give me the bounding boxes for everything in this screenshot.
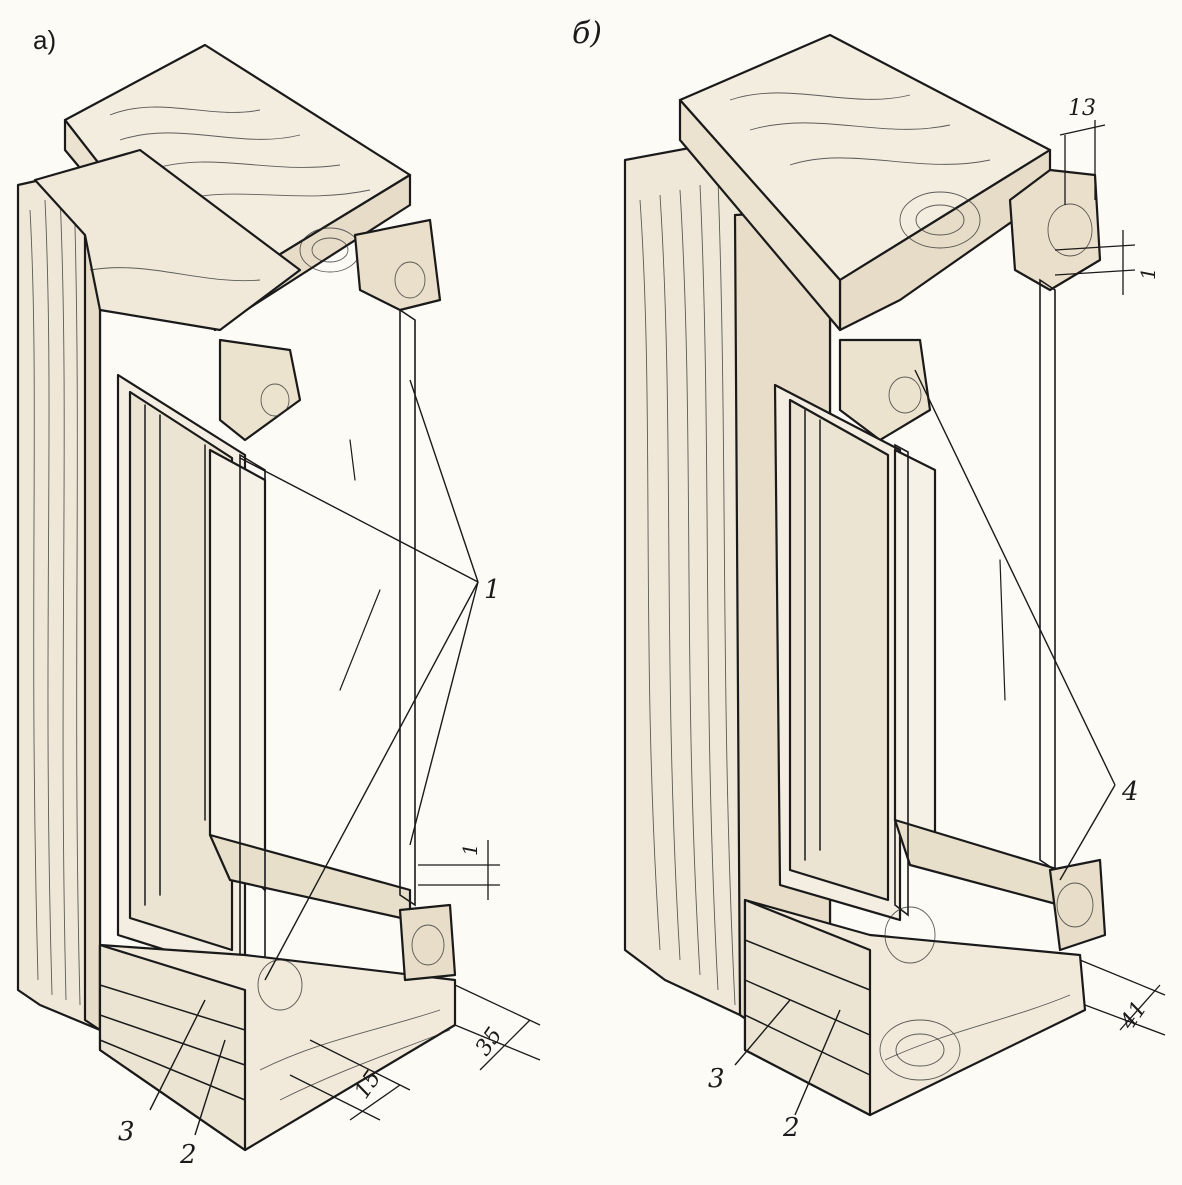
callout-a-2: 2 (179, 1140, 197, 1170)
glass-pane-b-back (1039, 278, 1056, 872)
panel-letter-a: a) (33, 25, 56, 55)
panel-letter-b: б) (572, 16, 602, 51)
callout-b-4: 4 (1121, 777, 1139, 807)
callout-b-3: 3 (708, 1064, 725, 1094)
dim-a-35: 35 (471, 1023, 508, 1060)
panel-a (16, 43, 541, 1152)
glass-pane-a-back (399, 308, 416, 907)
glass-pane-b-front (894, 443, 909, 917)
grain-frame-b (639, 179, 736, 1006)
dim-b-13: 13 (1068, 96, 1096, 121)
callout-b-2: 2 (782, 1113, 800, 1143)
dim-b-1: 1 (1136, 267, 1160, 280)
panel-b (623, 33, 1166, 1117)
callout-a-3: 3 (118, 1117, 135, 1147)
grain-frame-a (29, 189, 81, 1006)
callout-a-1: 1 (484, 575, 501, 605)
dim-a-1: 1 (458, 843, 482, 856)
